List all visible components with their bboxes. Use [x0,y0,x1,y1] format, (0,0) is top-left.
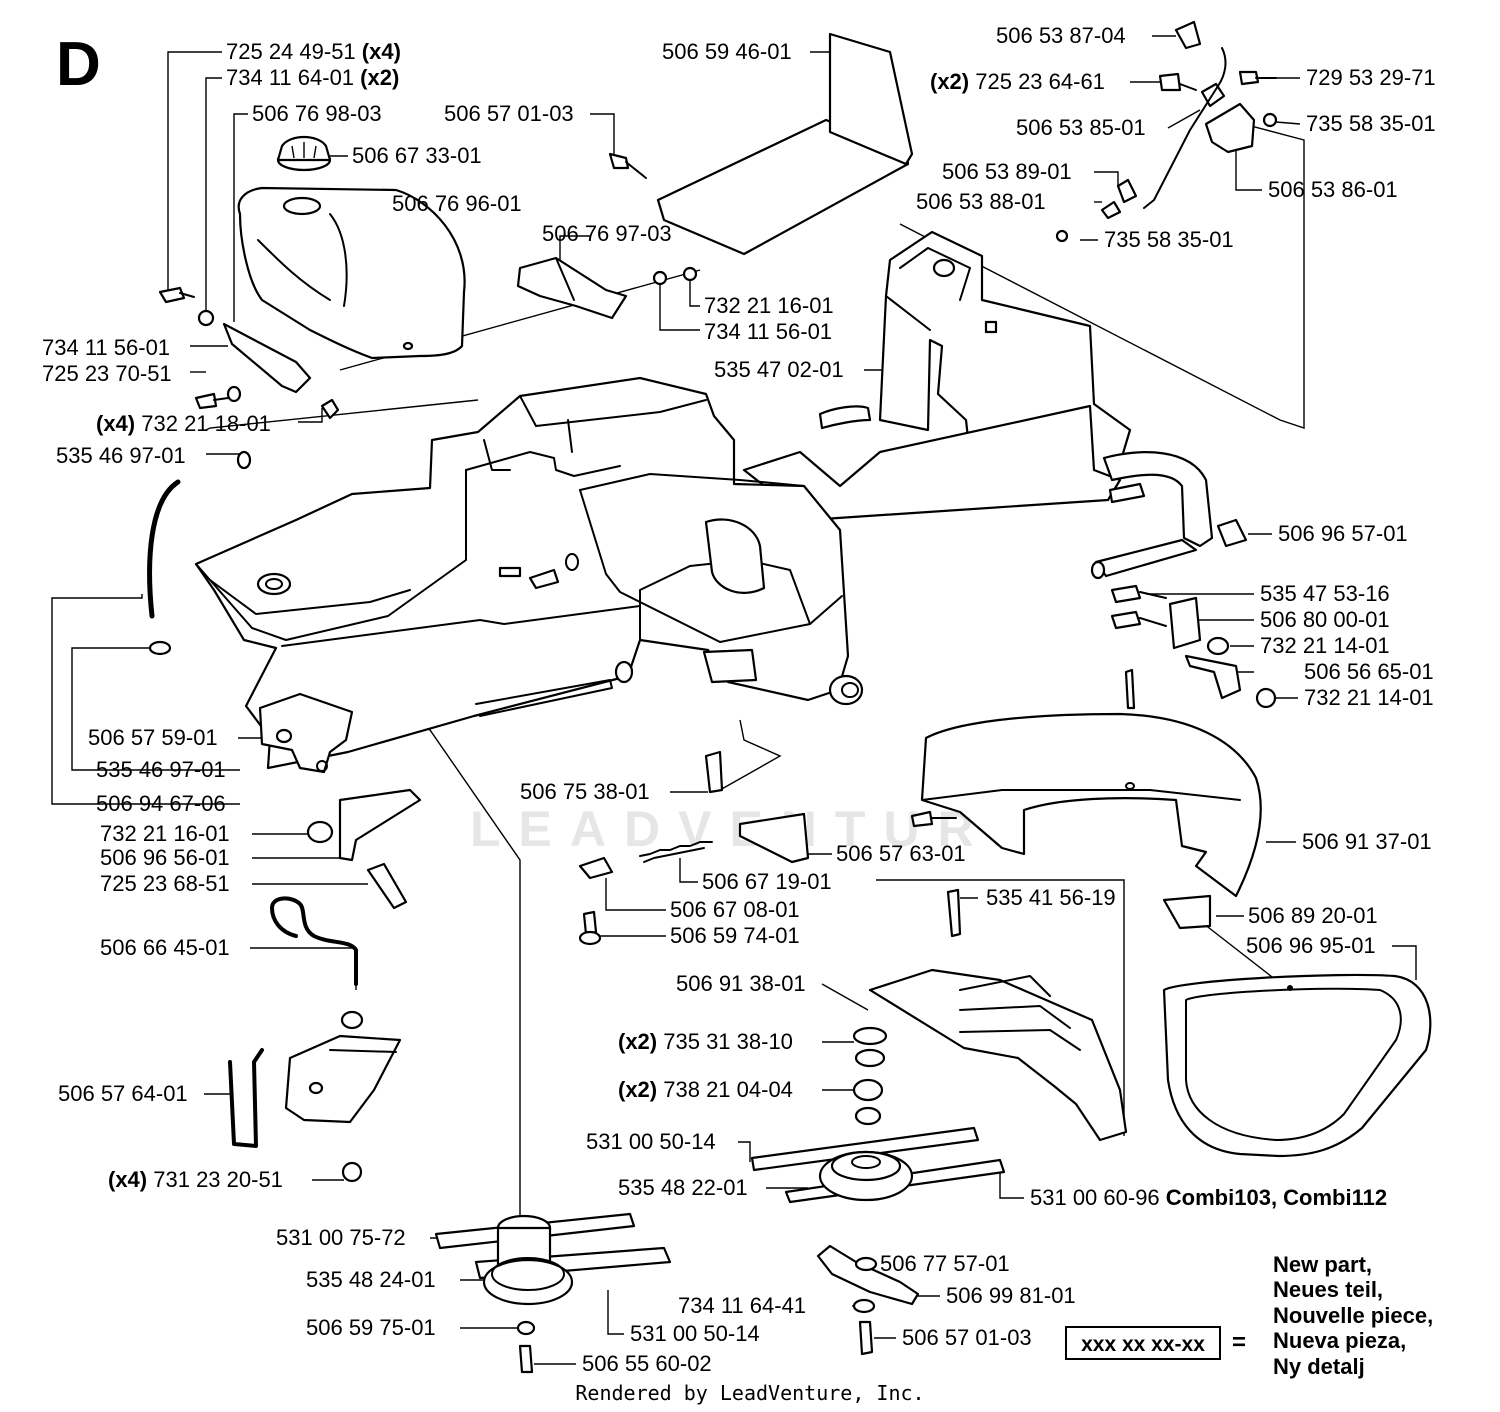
part-label: 725 23 68-51 [100,871,230,896]
part-label: 531 00 75-72 [276,1225,406,1250]
left-small-parts [228,788,422,1183]
part-label: 506 67 19-01 [702,869,832,894]
part-label: 725 23 70-51 [42,361,172,386]
part-label: 506 53 87-04 [996,23,1126,48]
part-label: 734 11 64-41 [678,1293,807,1318]
legend-line: New part, [1273,1252,1373,1277]
part-label: 531 00 60-96 Combi103, Combi112 [1030,1185,1388,1210]
part-label: 535 46 97-01 [56,443,186,468]
part-label: 734 11 64-01 (x2) [226,65,400,90]
part-label: 506 53 85-01 [1016,115,1146,140]
part-label: 535 46 97-01 [96,757,226,782]
part-label: 734 11 56-01 [704,319,833,344]
throttle-lever-assembly [1055,20,1278,243]
rear-cover [910,712,1262,898]
part-label: 732 21 14-01 [1304,685,1434,710]
part-label: 535 48 22-01 [618,1175,748,1200]
part-label: 506 91 38-01 [676,971,806,996]
part-label: 506 53 89-01 [942,159,1072,184]
part-label: 506 59 75-01 [306,1315,436,1340]
part-label: 506 59 74-01 [670,923,800,948]
part-label: 725 24 49-51 (x4) [226,39,401,64]
part-label: 735 58 35-01 [1306,111,1436,136]
part-label: 506 53 86-01 [1268,177,1398,202]
part-label: 506 75 38-01 [520,779,650,804]
part-label: 735 58 35-01 [1104,227,1234,252]
part-label: 506 76 96-01 [392,191,522,216]
part-label: (x2) 725 23 64-61 [930,69,1105,94]
part-label: 506 67 08-01 [670,897,800,922]
part-label: 506 55 60-02 [582,1351,712,1376]
part-label: 506 96 95-01 [1246,933,1376,958]
part-label: 506 96 56-01 [100,845,230,870]
spring-tensioner [578,750,810,946]
new-part-legend-box: xxx xx xx-xx [1065,1326,1221,1360]
part-label: 734 11 56-01 [42,335,171,360]
part-label: 506 59 46-01 [662,39,792,64]
legend-line: Nueva pieza, [1273,1328,1407,1354]
part-label: 506 57 59-01 [88,725,218,750]
part-label: 506 99 81-01 [946,1283,1076,1308]
main-chassis [194,376,864,774]
section-letter: D [56,30,101,99]
part-label: 506 53 88-01 [916,189,1046,214]
part-label: 535 41 56-19 [986,885,1116,910]
part-label: (x2) 735 31 38-10 [618,1029,793,1054]
part-label: 506 89 20-01 [1248,903,1378,928]
part-label: 506 57 64-01 [58,1081,188,1106]
part-label: 506 91 37-01 [1302,829,1432,854]
part-label: 506 77 57-01 [880,1251,1010,1276]
legend-equals-sign: = [1232,1329,1247,1356]
part-label: 506 57 01-03 [902,1325,1032,1350]
part-label: 506 57 63-01 [836,841,966,866]
part-label: 732 21 16-01 [704,293,834,318]
part-label: 729 53 29-71 [1306,65,1436,90]
part-label: 531 00 50-14 [630,1321,760,1346]
left-blade-pulley [434,1212,672,1374]
part-label: 506 94 67-06 [96,791,226,816]
part-label: 506 76 97-03 [542,221,672,246]
part-label: 506 66 45-01 [100,935,230,960]
rear-frame [742,230,1248,580]
legend-line: Neues teil, [1273,1277,1384,1303]
part-label: 535 47 02-01 [714,357,844,382]
fuel-line [147,450,252,656]
part-label: 506 96 57-01 [1278,521,1408,546]
part-label: 535 48 24-01 [306,1267,436,1292]
brackets-top [516,32,914,320]
part-label: (x4) 732 21 18-01 [96,411,271,436]
right-blade-pulley [750,1026,1006,1356]
footer-credit: Rendered by LeadVenture, Inc. [575,1381,925,1405]
part-label: 732 21 14-01 [1260,633,1390,658]
deflector-and-cover [868,888,1432,1158]
part-label: 506 76 98-03 [252,101,382,126]
part-label: 506 57 01-03 [444,101,574,126]
part-label: 506 56 65-01 [1304,659,1434,684]
part-label: 535 47 53-16 [1260,581,1390,606]
part-label: 506 80 00-01 [1260,607,1390,632]
part-label: 531 00 50-14 [586,1129,716,1154]
part-label: 506 67 33-01 [352,143,482,168]
part-label: (x4) 731 23 20-51 [108,1167,283,1192]
part-label: 732 21 16-01 [100,821,230,846]
legend-line: Ny detalj [1273,1353,1365,1379]
legend-line: Nouvelle piece, [1273,1302,1434,1328]
new-part-legend-text: New part, Neues teil, Nouvelle piece, Nu… [1273,1252,1433,1379]
fuel-tank-assembly [158,135,466,420]
part-label: (x2) 738 21 04-04 [618,1077,793,1102]
side-bracket-parts [1110,584,1277,710]
